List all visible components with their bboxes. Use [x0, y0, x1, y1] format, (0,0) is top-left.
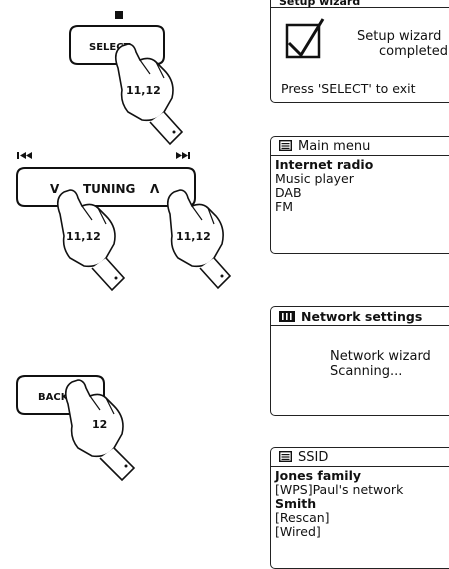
- ssid-item-pauls-network[interactable]: [WPS]Paul's network: [275, 482, 404, 497]
- tuning-button-label: TUNING: [83, 182, 135, 196]
- network-wizard-text: Network wizard: [330, 349, 431, 364]
- select-step-number: 11,12: [126, 84, 161, 97]
- ssid-screen: SSID Jones family [WPS]Paul's network Sm…: [270, 447, 449, 569]
- network-settings-title: Network settings: [301, 309, 423, 324]
- ssid-item-smith[interactable]: Smith: [275, 496, 317, 511]
- setup-wizard-screen: Setup wizard Setup wizard completed Pres…: [270, 0, 449, 103]
- menu-list-icon: [279, 139, 292, 151]
- ssid-item-wired[interactable]: [Wired]: [275, 524, 321, 539]
- tuning-left-step-number: 11,12: [66, 230, 101, 243]
- tuning-right-step-number: 11,12: [176, 230, 211, 243]
- setup-wizard-title: Setup wizard: [271, 0, 449, 8]
- setup-wizard-message-2: completed: [379, 44, 448, 59]
- prev-track-icon: [17, 152, 32, 159]
- main-menu-list: Internet radio Music player DAB FM: [271, 156, 449, 214]
- tuning-down-label: V: [50, 182, 60, 196]
- back-button-illustration[interactable]: BACK 12: [16, 375, 136, 482]
- main-menu-item-fm[interactable]: FM: [275, 199, 293, 214]
- network-settings-screen: Network settings Network wizard Scanning…: [270, 306, 449, 416]
- main-menu-title: Main menu: [298, 139, 371, 154]
- ssid-title-bar: SSID: [271, 448, 449, 467]
- next-track-icon: [176, 152, 190, 159]
- network-settings-icon: [279, 310, 295, 322]
- ssid-item-jones-family[interactable]: Jones family: [275, 468, 362, 483]
- network-settings-title-bar: Network settings: [271, 307, 449, 326]
- back-button-label: BACK: [38, 392, 70, 403]
- menu-list-icon: [279, 450, 292, 462]
- main-menu-screen: Main menu Internet radio Music player DA…: [270, 136, 449, 254]
- back-step-number: 12: [92, 418, 107, 431]
- ssid-title: SSID: [298, 450, 329, 465]
- main-menu-item-dab[interactable]: DAB: [275, 185, 302, 200]
- select-button-illustration[interactable]: SELECT 11,12: [69, 25, 184, 146]
- setup-wizard-message-1: Setup wizard: [357, 29, 442, 44]
- ssid-item-rescan[interactable]: [Rescan]: [275, 510, 330, 525]
- checkmark-icon: [285, 18, 325, 59]
- select-button-label: SELECT: [89, 42, 131, 53]
- tuning-up-label: Λ: [150, 182, 160, 196]
- ssid-list: Jones family [WPS]Paul's network Smith […: [271, 467, 449, 539]
- stop-icon: [115, 11, 123, 19]
- main-menu-item-music-player[interactable]: Music player: [275, 171, 354, 186]
- tuning-button-illustration[interactable]: V TUNING Λ 11,12 11,12: [16, 167, 232, 292]
- main-menu-item-internet-radio[interactable]: Internet radio: [275, 157, 374, 172]
- main-menu-title-bar: Main menu: [271, 137, 449, 156]
- scanning-text: Scanning...: [330, 364, 403, 379]
- setup-wizard-footer: Press 'SELECT' to exit: [281, 81, 416, 96]
